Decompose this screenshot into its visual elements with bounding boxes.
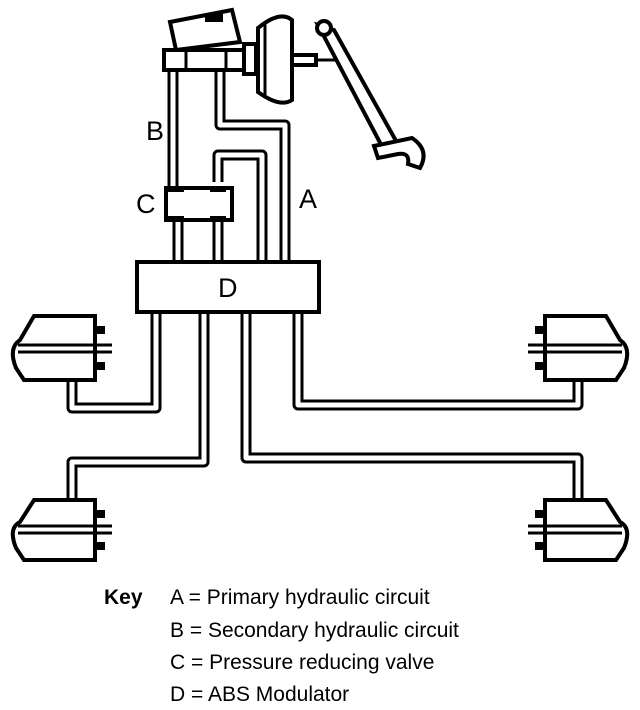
wheel-brake-rear-left [10,498,112,562]
pressure-reducing-valve [164,186,234,222]
brake-servo [256,14,338,105]
label-a: A [299,184,317,214]
label-c: C [136,189,156,219]
wheel-brake-rear-right [528,498,630,562]
wheel-brake-front-right [528,314,630,382]
key-item-a: A = Primary hydraulic circuit [170,586,430,609]
wheel-brake-front-left [10,314,112,382]
label-b: B [146,116,164,146]
key-title: Key [104,586,143,609]
key-item-d: D = ABS Modulator [170,683,350,706]
label-d: D [218,273,238,303]
abs-modulator [135,260,321,314]
key-item-b: B = Secondary hydraulic circuit [170,619,459,642]
master-cylinder [162,7,258,76]
pipe-front-right [292,312,584,411]
brake-pedal [313,19,426,171]
key-item-c: C = Pressure reducing valve [170,651,435,674]
